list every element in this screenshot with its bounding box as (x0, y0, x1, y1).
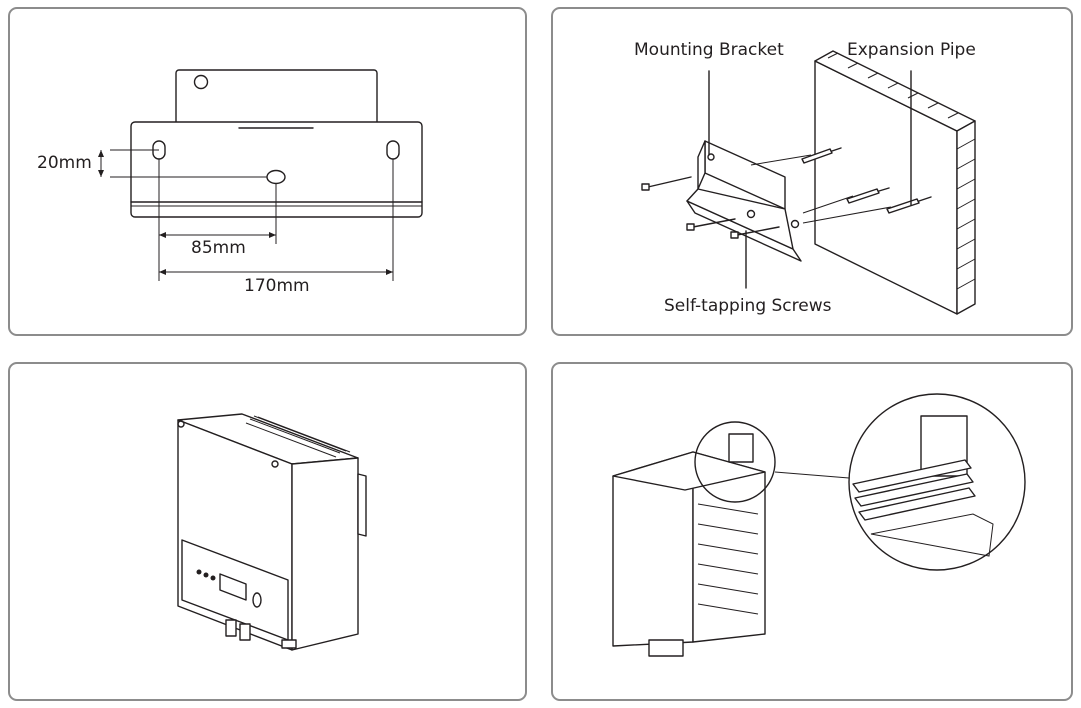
bracket-dimension-drawing: 20mm 85mm 170mm (37, 69, 423, 296)
control-button (252, 592, 262, 608)
bracket-side-flange (697, 140, 706, 190)
expansion-pipe-1 (801, 147, 842, 164)
wall-face (814, 60, 958, 315)
heatsink-fins (245, 415, 351, 458)
connector-1 (225, 619, 237, 637)
lcd-display (219, 573, 247, 601)
bracket-face (686, 188, 794, 250)
label-mounting-bracket: Mounting Bracket (634, 40, 784, 60)
wall-mounting-drawing: Mounting Bracket Expansion Pipe Self-tap… (634, 40, 976, 316)
self-tapping-screw-1 (641, 176, 692, 191)
inverter-top-face (612, 451, 766, 491)
inverter-side-bracket (357, 473, 367, 537)
bracket-dimensions-panel: 20mm 85mm 170mm (8, 7, 527, 336)
led-1 (196, 569, 202, 575)
bottom-connectors (648, 639, 684, 657)
self-tapping-screw-3 (730, 226, 780, 239)
bracket-hole-3 (790, 219, 800, 229)
led-3 (210, 575, 216, 581)
inverter-hanging-drawing (612, 393, 1026, 657)
bracket-hole-1 (707, 153, 715, 161)
dim-20-arrows (98, 150, 104, 177)
dim-170-label: 170mm (244, 276, 310, 296)
wall-hatch (827, 52, 976, 290)
guide-line-3 (802, 206, 892, 224)
guide-line-1 (750, 154, 812, 166)
inverter-front-panel (8, 362, 527, 701)
inverter-side-face (291, 457, 359, 651)
zoom-base (870, 513, 994, 557)
detail-circle-small (694, 421, 776, 503)
screw-1 (177, 420, 185, 428)
detail-circle-large (848, 393, 1026, 571)
inverter-front-drawing (177, 413, 367, 651)
connector-3 (281, 639, 297, 649)
wall-mounting-panel: Mounting Bracket Expansion Pipe Self-tap… (551, 7, 1073, 336)
zoom-heatsink (852, 459, 976, 521)
label-self-tapping-screws: Self-tapping Screws (664, 296, 832, 316)
zoom-connector (774, 471, 850, 479)
led-2 (203, 572, 209, 578)
dim-85-label: 85mm (191, 238, 246, 258)
connector-2 (239, 623, 251, 641)
guide-line-2 (802, 195, 854, 214)
expansion-pipe-2 (846, 187, 890, 204)
label-expansion-pipe: Expansion Pipe (847, 40, 976, 60)
bracket-top-hole (193, 74, 209, 90)
self-tapping-screw-2 (686, 218, 736, 231)
dim-20-label: 20mm (37, 153, 92, 173)
screw-2 (271, 460, 279, 468)
small-bracket (728, 433, 754, 463)
back-heatsink-fins (697, 503, 759, 615)
inverter-hanging-panel (551, 362, 1073, 701)
bracket-hole-2 (746, 209, 756, 219)
wall-side (956, 120, 976, 315)
